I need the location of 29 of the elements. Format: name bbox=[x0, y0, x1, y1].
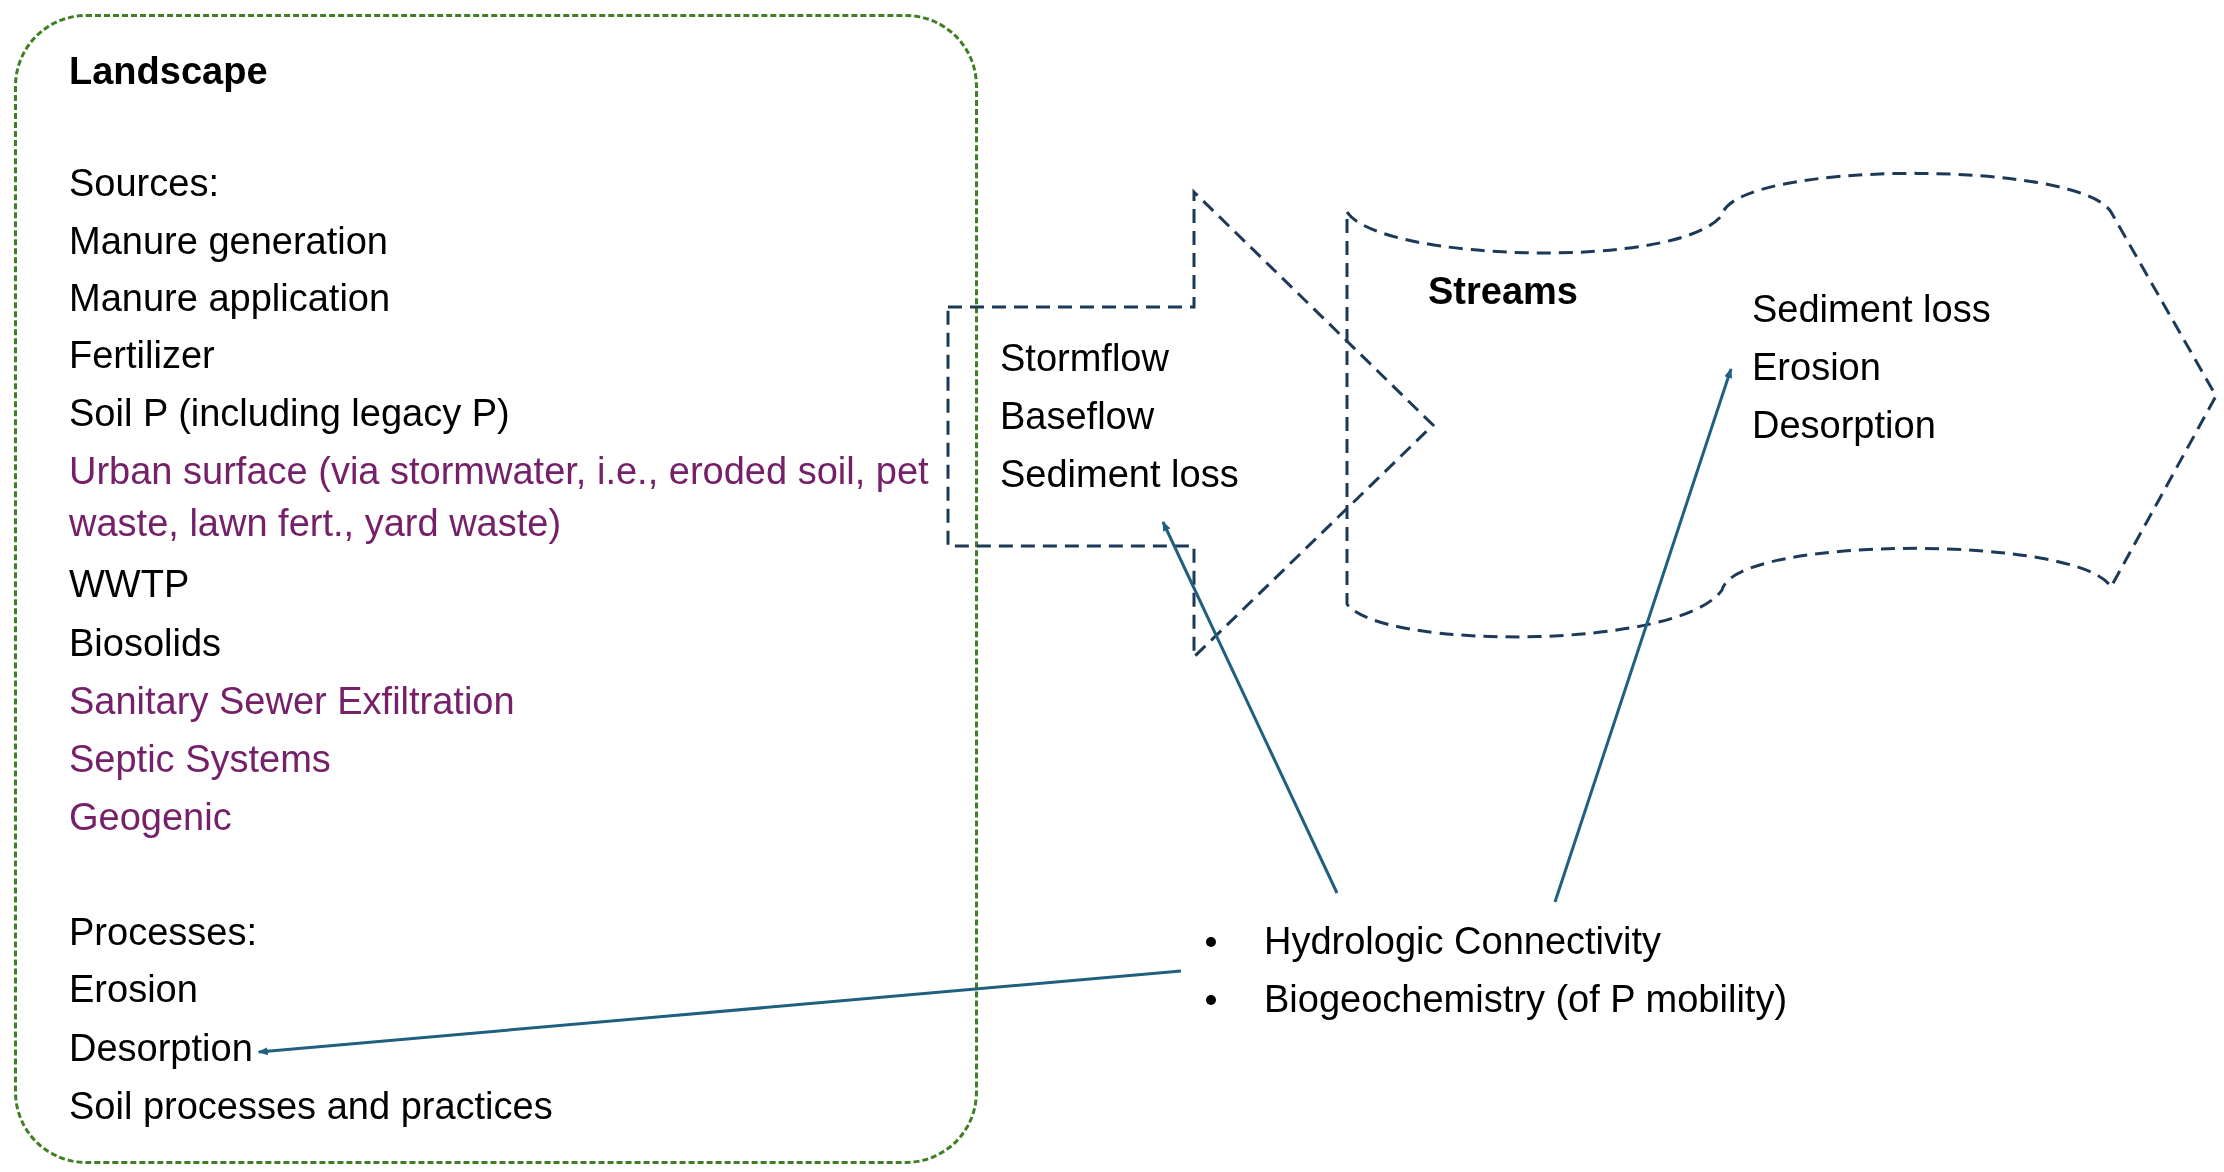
list-item-text: Biosolids bbox=[69, 621, 222, 666]
list-item-text: Erosion bbox=[1752, 345, 1881, 390]
heading: Streams bbox=[1428, 269, 1578, 314]
list-item-text: Biogeochemistry (of P mobility) bbox=[1264, 977, 1788, 1022]
section-label: Processes: bbox=[69, 910, 257, 955]
list-item-text: Sanitary Sewer Exfiltration bbox=[69, 679, 515, 724]
list-item-text: Geogenic bbox=[69, 795, 232, 840]
list-item-text: Erosion bbox=[69, 967, 198, 1012]
list-item-text: Septic Systems bbox=[69, 737, 331, 782]
heading: Landscape bbox=[69, 49, 268, 94]
list-item-text: Desorption bbox=[1752, 403, 1936, 448]
list-item-text: Sediment loss bbox=[1752, 287, 1991, 332]
list-item-text: Stormflow bbox=[1000, 336, 1169, 381]
arrow bbox=[257, 969, 1182, 1056]
list-item-text: Soil P (including legacy P) bbox=[69, 391, 510, 436]
arrow bbox=[1161, 521, 1339, 894]
list-item-text: Hydrologic Connectivity bbox=[1264, 919, 1662, 964]
list-item-text: Desorption bbox=[69, 1022, 253, 1074]
list-item-text: WWTP bbox=[69, 562, 190, 607]
rounded-dashed-box bbox=[14, 14, 978, 1164]
section-label: Sources: bbox=[69, 161, 219, 206]
list-item-text: Manure application bbox=[69, 276, 391, 321]
list-item-text: Soil processes and practices bbox=[69, 1084, 553, 1129]
arrow bbox=[1553, 368, 1733, 903]
list-item-text: Manure generation bbox=[69, 219, 388, 264]
list-item-text: Baseflow bbox=[1000, 394, 1155, 439]
list-item-text: Urban surface (via stormwater, i.e., eroded soil, pet waste, lawn fert., yard waste) bbox=[69, 449, 930, 546]
list-item-text: Sediment loss bbox=[1000, 452, 1239, 497]
list-item-text: Fertilizer bbox=[69, 333, 215, 378]
